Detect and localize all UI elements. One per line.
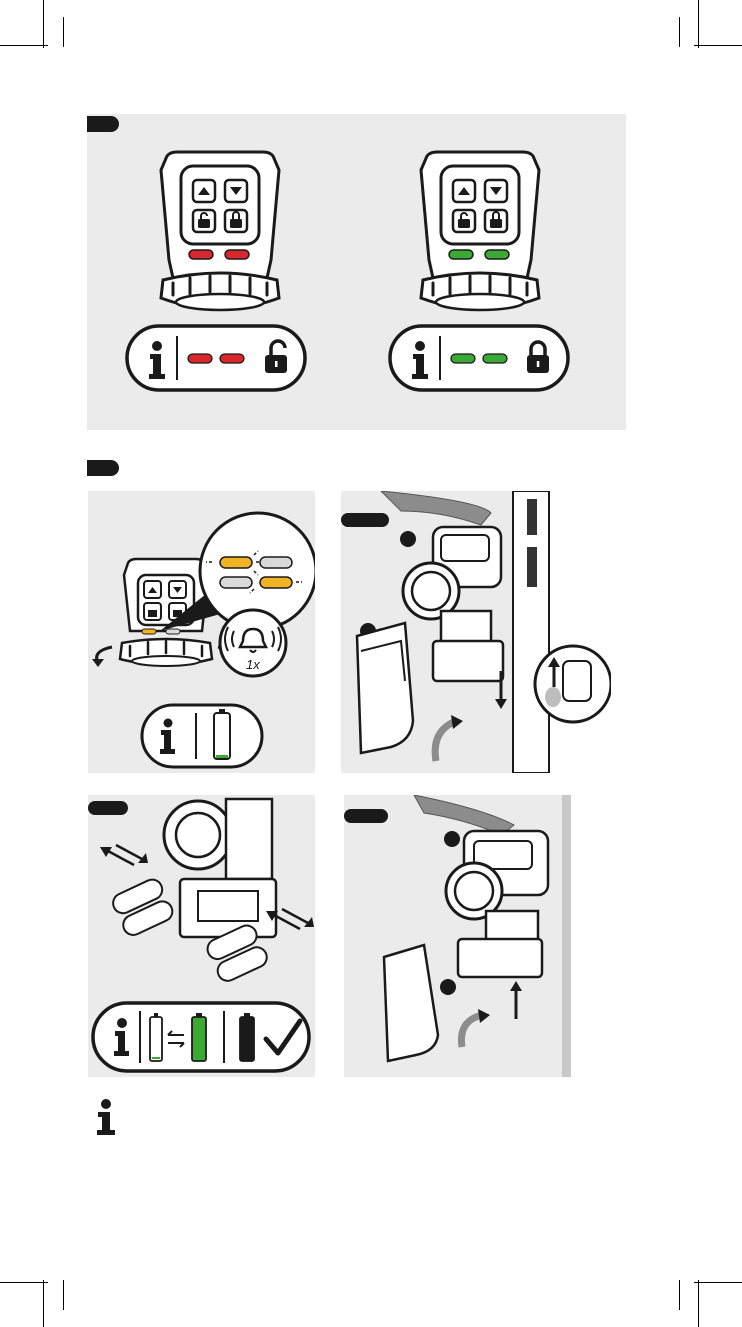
status-pill-unlocked bbox=[125, 324, 307, 392]
crop-mark bbox=[63, 1280, 64, 1310]
crop-mark bbox=[694, 1282, 742, 1283]
crop-mark bbox=[0, 45, 48, 46]
crop-mark bbox=[698, 1280, 699, 1327]
status-pill-locked bbox=[388, 324, 570, 392]
crop-mark bbox=[698, 0, 699, 48]
open-cover-illustration bbox=[341, 491, 611, 773]
battery-icon bbox=[150, 1013, 162, 1061]
section-tag bbox=[87, 116, 119, 132]
replace-batteries-illustration bbox=[88, 795, 315, 1077]
beep-count-label: 1x bbox=[246, 657, 260, 672]
crop-mark bbox=[0, 1282, 48, 1283]
keypad-locked bbox=[415, 150, 545, 320]
close-cover-illustration bbox=[344, 795, 571, 1077]
crop-mark bbox=[694, 45, 742, 46]
keypad-unlocked bbox=[155, 150, 285, 320]
crop-mark bbox=[43, 0, 44, 48]
crop-mark bbox=[63, 17, 64, 47]
info-icon bbox=[94, 1098, 118, 1136]
battery-indicator-illustration: 1x bbox=[88, 491, 315, 773]
battery-icon bbox=[192, 1013, 206, 1061]
battery-icon bbox=[214, 709, 230, 759]
crop-mark bbox=[679, 1280, 680, 1310]
section-tag bbox=[87, 460, 119, 476]
battery-icon bbox=[240, 1013, 254, 1061]
crop-mark bbox=[43, 1280, 44, 1327]
crop-mark bbox=[679, 17, 680, 47]
